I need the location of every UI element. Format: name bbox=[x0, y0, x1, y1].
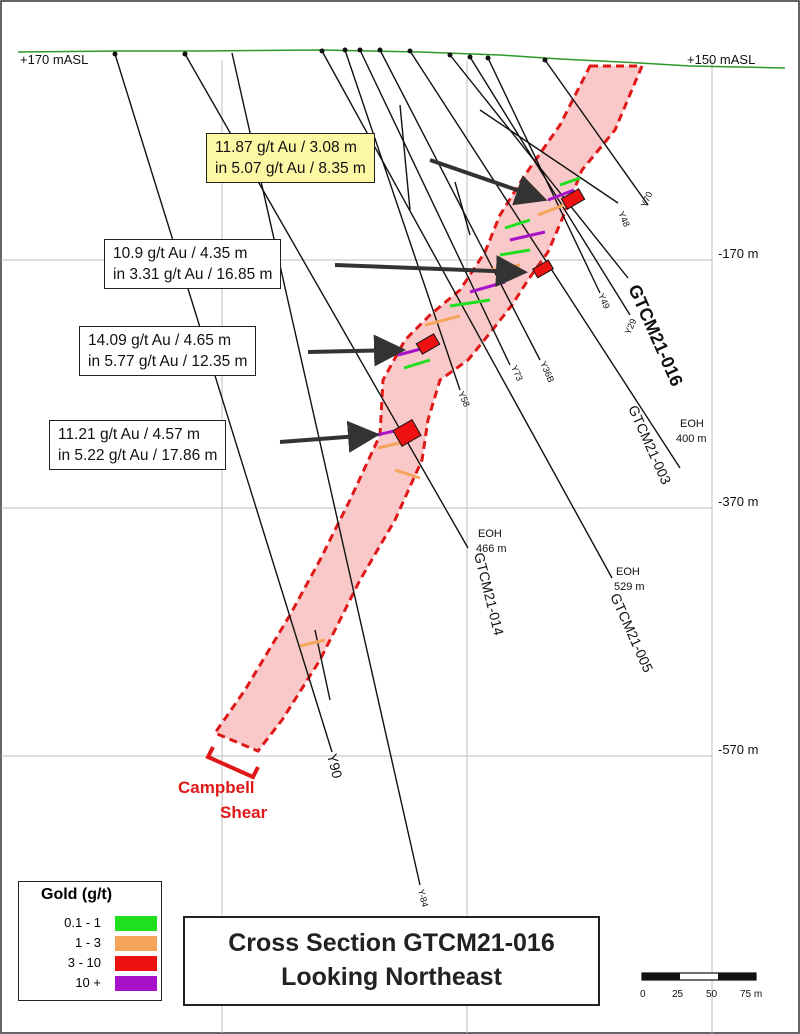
legend-row-4: 10 + bbox=[19, 975, 161, 991]
hole-y29-trace bbox=[469, 56, 631, 316]
eoh-depth-1: 400 m bbox=[676, 433, 707, 445]
hole-label-gtcm21-003: GTCM21-003 bbox=[625, 403, 674, 487]
eoh-label-2: EOH bbox=[478, 528, 502, 540]
hole-y84-trace bbox=[231, 52, 421, 886]
assay-callout-1: 11.87 g/t Au / 3.08 m in 5.07 g/t Au / 8… bbox=[206, 133, 375, 183]
eoh-labels: EOH 400 m EOH 466 m EOH 529 m bbox=[476, 418, 707, 593]
title-line1: Cross Section GTCM21-016 bbox=[228, 929, 555, 957]
gold-legend: Gold (g/t) 0.1 - 1 1 - 3 3 - 10 10 + bbox=[18, 881, 162, 1001]
eoh-label-3: EOH bbox=[616, 566, 640, 578]
hole-y58-trace bbox=[344, 49, 461, 391]
high-grade-intervals bbox=[392, 188, 586, 447]
hole-label-y84: Y-84 bbox=[416, 888, 430, 908]
hole-label-gtcm21-005: GTCM21-005 bbox=[607, 591, 656, 675]
hole-y70-trace bbox=[544, 59, 649, 206]
legend-row-1: 0.1 - 1 bbox=[19, 915, 161, 931]
scale-bar: 0 25 50 75 m bbox=[640, 972, 762, 1000]
legend-title: Gold (g/t) bbox=[41, 886, 113, 903]
legend-row-2: 1 - 3 bbox=[19, 935, 161, 951]
elevation-left-label: +170 mASL bbox=[20, 52, 89, 67]
hole-y73-trace bbox=[359, 49, 511, 366]
hole-label-y73: Y73 bbox=[509, 364, 525, 383]
hole-y48-trace bbox=[479, 109, 619, 204]
hole-y36b-trace bbox=[379, 49, 541, 361]
shear-label-line1: Campbell bbox=[178, 778, 255, 797]
legend-label-3: 3 - 10 bbox=[67, 955, 101, 970]
callout-arrows bbox=[279, 158, 548, 453]
hole-label-y49: Y49 bbox=[596, 292, 612, 311]
collar-markers bbox=[112, 47, 548, 63]
depth-label-570: -570 m bbox=[718, 742, 759, 757]
legend-swatch-4 bbox=[115, 976, 157, 991]
hole-y90-trace bbox=[114, 53, 333, 753]
depth-label-170: -170 m bbox=[718, 246, 759, 261]
scale-label-25: 25 bbox=[672, 989, 684, 1000]
assay-callout-4-line2: in 5.22 g/t Au / 17.86 m bbox=[58, 447, 218, 464]
assay-callout-2-line1: 10.9 g/t Au / 4.35 m bbox=[113, 245, 248, 262]
assay-callout-3-line1: 14.09 g/t Au / 4.65 m bbox=[88, 332, 232, 349]
assay-callout-1-line1: 11.87 g/t Au / 3.08 m bbox=[215, 139, 357, 156]
hole-label-y29: Y29 bbox=[623, 317, 639, 336]
assay-callout-2-line2: in 3.31 g/t Au / 16.85 m bbox=[113, 266, 273, 283]
assay-callout-2: 10.9 g/t Au / 4.35 m in 3.31 g/t Au / 16… bbox=[104, 239, 282, 289]
legend-swatch-1 bbox=[115, 916, 157, 931]
hole-label-y58: Y58 bbox=[456, 390, 472, 409]
hole-short-b-trace bbox=[454, 181, 471, 236]
legend-label-1: 0.1 - 1 bbox=[64, 915, 101, 930]
assay-callout-4-line1: 11.21 g/t Au / 4.57 m bbox=[58, 426, 200, 443]
hole-label-y90: Y90 bbox=[324, 752, 346, 780]
scale-label-50: 50 bbox=[706, 989, 718, 1000]
depth-label-370: -370 m bbox=[718, 494, 759, 509]
campbell-shear-bracket bbox=[205, 746, 260, 780]
hole-label-y70: Y70 bbox=[639, 190, 655, 209]
scale-label-75: 75 m bbox=[740, 989, 762, 1000]
assay-callout-3-line2: in 5.77 g/t Au / 12.35 m bbox=[88, 353, 248, 370]
hole-label-y48: Y48 bbox=[616, 210, 632, 229]
hole-label-gtcm21-014: GTCM21-014 bbox=[471, 551, 507, 637]
legend-label-2: 1 - 3 bbox=[74, 935, 101, 950]
eoh-label-1: EOH bbox=[680, 418, 704, 430]
eoh-depth-3: 529 m bbox=[614, 581, 645, 593]
scale-label-0: 0 bbox=[640, 989, 646, 1000]
eoh-depth-2: 466 m bbox=[476, 543, 507, 555]
title-line2: Looking Northeast bbox=[281, 963, 502, 991]
hole-short-a-trace bbox=[399, 104, 411, 211]
campbell-shear-label: Campbell Shear bbox=[178, 778, 268, 822]
topography-line bbox=[17, 49, 786, 69]
shear-label-line2: Shear bbox=[220, 803, 268, 822]
hole-gtcm21-003-trace bbox=[409, 50, 681, 469]
elevation-right-label: +150 mASL bbox=[687, 52, 756, 67]
legend-label-4: 10 + bbox=[75, 975, 101, 990]
legend-row-3: 3 - 10 bbox=[19, 955, 161, 971]
hole-label-gtcm21-016: GTCM21-016 bbox=[624, 281, 687, 389]
legend-swatch-2 bbox=[115, 936, 157, 951]
assay-callout-3: 14.09 g/t Au / 4.65 m in 5.77 g/t Au / 1… bbox=[79, 326, 257, 376]
legend-swatch-3 bbox=[115, 956, 157, 971]
title-box: Cross Section GTCM21-016 Looking Northea… bbox=[183, 916, 600, 1006]
assay-callout-1-line2: in 5.07 g/t Au / 8.35 m bbox=[215, 160, 366, 177]
campbell-shear-zone bbox=[212, 64, 645, 753]
hole-label-y36b: Y36B bbox=[538, 360, 556, 384]
assay-callout-4: 11.21 g/t Au / 4.57 m in 5.22 g/t Au / 1… bbox=[49, 420, 227, 470]
